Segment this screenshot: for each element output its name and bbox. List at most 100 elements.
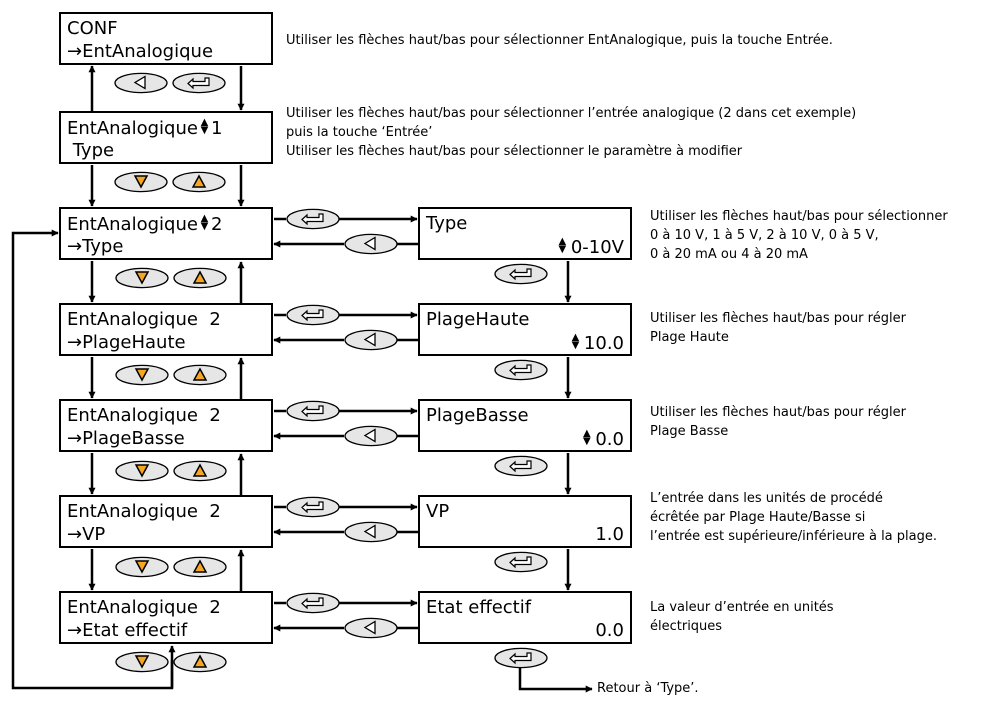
param-name: PlageHaute [426,309,530,330]
menu-display-1: EntAnalogique▲▼2 →Type [59,207,273,260]
enter-key-param3[interactable] [494,455,548,481]
menu-label: EntAnalogique 2 [67,405,221,426]
return-label: Retour à ‘Type’. [597,681,699,696]
input-select-display: EntAnalogique▲▼1 Type [59,111,273,164]
menu-param: →VP [67,524,106,545]
up-key-menu3[interactable] [173,460,227,486]
updown-icon: ▲▼ [556,236,568,252]
back-icon [344,233,398,259]
enter-icon [172,72,226,98]
enter-icon [494,551,548,577]
connector-arrow [518,667,593,693]
enter-icon [494,359,548,385]
down-key-menu4[interactable] [115,556,169,582]
up-arrow-icon [172,171,226,197]
up-key-menu4[interactable] [173,556,227,582]
up-key-menu1[interactable] [173,267,227,293]
param-display-5: Etat effectif 0.0 [418,591,632,644]
menu-display-3: EntAnalogique 2→PlageBasse [59,399,273,452]
updown-icon: ▲▼ [198,117,210,133]
param-name: Etat effectif [426,597,532,618]
down-key-menu5[interactable] [115,651,169,677]
down-arrow-icon [115,364,169,390]
enter-icon [494,455,548,481]
conf-display: CONF →EntAnalogique [59,12,273,65]
up-key-menu5[interactable] [173,651,227,677]
enter-icon [286,304,340,330]
menu-param: →PlageBasse [67,428,185,449]
back-key-conf[interactable] [114,72,168,98]
enter-key-param1[interactable] [494,263,548,289]
up-key-menu2[interactable] [173,364,227,390]
down-arrow-icon [114,171,168,197]
back-key-row5[interactable] [344,617,398,643]
menu-display-4: EntAnalogique 2→VP [59,495,273,548]
up-arrow-icon [173,364,227,390]
param-display-2: PlageHaute▲▼10.0 [418,303,632,356]
menu-display-5: EntAnalogique 2→Etat effectif [59,591,273,644]
enter-key-conf[interactable] [172,72,226,98]
param-value: 0.0 [595,429,624,450]
back-key-row4[interactable] [344,521,398,547]
desc-select: Utiliser les flèches haut/bas pour sélec… [286,106,857,159]
back-icon [344,521,398,547]
updown-icon: ▲▼ [581,428,593,444]
param-display-1: Type ▲▼0-10V [418,207,632,260]
back-key-row3[interactable] [344,425,398,451]
param-name: Type [426,213,468,234]
updown-icon: ▲▼ [569,332,581,348]
desc-state: La valeur d’entrée en unités électriques [650,600,834,634]
menu-label: EntAnalogique [67,214,198,235]
enter-icon [286,208,340,234]
enter-key-row4[interactable] [286,496,340,522]
down-arrow-icon [115,460,169,486]
menu-param: →PlageHaute [67,332,186,353]
back-icon [344,329,398,355]
back-icon [344,425,398,451]
back-key-row2[interactable] [344,329,398,355]
menu-label: EntAnalogique 2 [67,597,221,618]
desc-pv: L’entrée dans les unités de procédé écrê… [650,491,937,544]
updown-icon: ▲▼ [198,213,210,229]
enter-key-row1[interactable] [286,208,340,234]
down-key-menu2[interactable] [115,364,169,390]
input-select-param: Type [67,140,115,161]
up-arrow-icon [173,651,227,677]
enter-icon [286,496,340,522]
enter-icon [494,647,548,673]
up-arrow-icon [173,460,227,486]
back-key-row1[interactable] [344,233,398,259]
param-display-3: PlageBasse ▲▼0.0 [418,399,632,452]
down-arrow-icon [115,267,169,293]
enter-key-row2[interactable] [286,304,340,330]
down-arrow-icon [115,556,169,582]
param-name: VP [426,501,450,522]
enter-key-param5[interactable] [494,647,548,673]
up-key-sel[interactable] [172,171,226,197]
menu-param: →Type [67,236,124,257]
down-key-menu3[interactable] [115,460,169,486]
up-arrow-icon [173,267,227,293]
menu-number: 2 [210,214,223,235]
enter-key-row5[interactable] [286,592,340,618]
back-icon [114,72,168,98]
down-key-sel[interactable] [114,171,168,197]
param-value: 0.0 [595,620,624,641]
menu-label: EntAnalogique 2 [67,501,221,522]
param-value: 0-10V [570,237,624,258]
input-select-label: EntAnalogique [67,118,198,139]
desc-high: Utiliser les flèches haut/bas pour régle… [650,311,906,345]
input-select-number: 1 [210,118,223,139]
enter-icon [494,263,548,289]
enter-key-param4[interactable] [494,551,548,577]
enter-key-param2[interactable] [494,359,548,385]
param-name: PlageBasse [426,405,529,426]
desc-conf: Utiliser les flèches haut/bas pour sélec… [286,33,833,48]
down-key-menu1[interactable] [115,267,169,293]
enter-key-row3[interactable] [286,400,340,426]
menu-param: →Etat effectif [67,620,188,641]
up-arrow-icon [173,556,227,582]
desc-type: Utiliser les flèches haut/bas pour sélec… [650,209,948,262]
